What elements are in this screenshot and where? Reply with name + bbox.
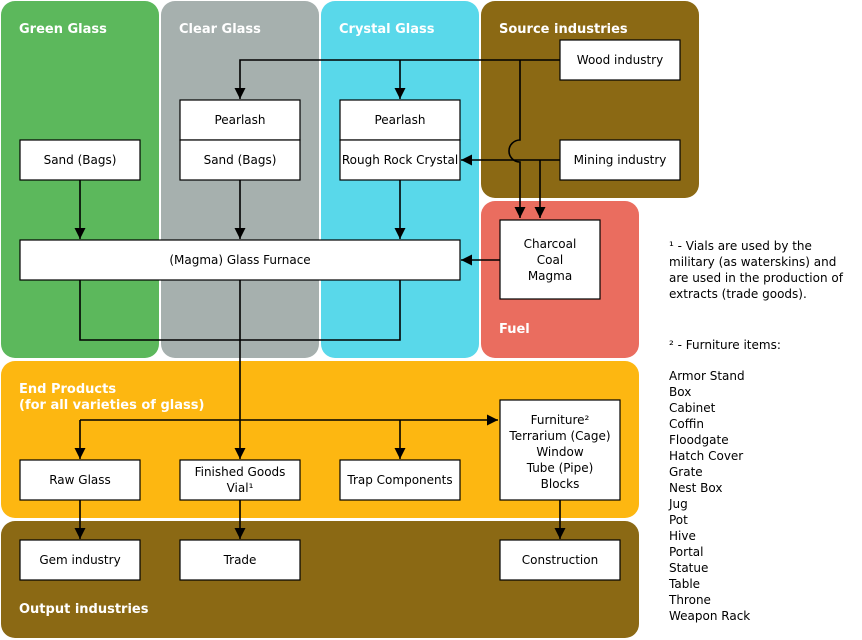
furniture-item: Armor Stand [669, 369, 745, 383]
box-raw-glass [19, 459, 141, 501]
region-title-fuel: Fuel [499, 322, 530, 337]
label-tube: Tube (Pipe) [526, 461, 594, 475]
box-gem-industry [19, 539, 141, 581]
flow-wood-to-fuel [508, 60, 526, 218]
furniture-item: Throne [669, 593, 711, 607]
furniture-item: Weapon Rack [669, 609, 751, 623]
label-fuel-charcoal: Charcoal [524, 237, 577, 251]
region-title-end-products: End Products [19, 382, 116, 397]
furniture-item: Hive [669, 529, 696, 543]
label-sand-clear: Sand (Bags) [204, 153, 277, 167]
furniture-item: Hatch Cover [669, 449, 744, 463]
box-construction [499, 539, 621, 581]
footnote-vials: ¹ - Vials are used by the military (as w… [669, 238, 859, 302]
region-subtitle-end-products: (for all varieties of glass) [19, 398, 204, 413]
furniture-item: Nest Box [669, 481, 723, 495]
region-title-clear-glass: Clear Glass [179, 22, 261, 37]
region-title-source-industries: Source industries [499, 22, 628, 37]
box-fuel [499, 219, 601, 300]
label-raw-glass: Raw Glass [49, 473, 111, 487]
footnote-furniture: ² - Furniture items: [669, 337, 859, 353]
region-end-products [1, 361, 639, 518]
furniture-item: Table [669, 577, 701, 591]
furniture-item: Cabinet [669, 401, 716, 415]
box-sand-green [19, 139, 141, 181]
box-pearlash-clear [179, 99, 301, 141]
label-finished-goods: Finished Goods [195, 465, 286, 479]
label-gem-industry: Gem industry [39, 553, 120, 567]
box-furniture [499, 399, 621, 501]
region-title-output-industries: Output industries [19, 602, 149, 617]
label-sand-green: Sand (Bags) [44, 153, 117, 167]
label-fuel-coal: Coal [537, 253, 563, 267]
label-construction: Construction [522, 553, 598, 567]
box-sand-clear [179, 139, 301, 181]
label-blocks: Blocks [541, 477, 580, 491]
region-title-green-glass: Green Glass [19, 22, 107, 37]
label-furniture: Furniture² [531, 413, 590, 427]
box-pearlash-crystal [339, 99, 461, 141]
box-glass-furnace [19, 239, 461, 281]
furniture-item: Jug [669, 497, 688, 511]
footnote-furniture-text: ² - Furniture items: [669, 338, 781, 352]
box-trade [179, 539, 301, 581]
furniture-item: Floodgate [669, 433, 729, 447]
furniture-item: Statue [669, 561, 709, 575]
label-wood-industry: Wood industry [577, 53, 663, 67]
label-pearlash-clear: Pearlash [214, 113, 265, 127]
flow-wood-to-pearlash-clear [234, 59, 560, 99]
label-fuel-magma: Magma [528, 269, 572, 283]
label-window: Window [536, 445, 584, 459]
label-trap-components: Trap Components [346, 473, 452, 487]
region-title-crystal-glass: Crystal Glass [339, 22, 435, 37]
box-finished-goods [179, 459, 301, 501]
furniture-item: Coffin [669, 417, 704, 431]
label-vial: Vial¹ [227, 481, 254, 495]
box-mining-industry [559, 139, 681, 181]
label-rough-rock-crystal: Rough Rock Crystal [342, 153, 458, 167]
furniture-item: Box [669, 385, 692, 399]
footnote-vials-text: ¹ - Vials are used by the military (as w… [669, 239, 843, 301]
label-pearlash-crystal: Pearlash [374, 113, 425, 127]
box-wood-industry [559, 39, 681, 81]
label-trade: Trade [223, 553, 257, 567]
region-output-industries [1, 521, 639, 638]
furniture-item: Grate [669, 465, 703, 479]
box-trap-components [339, 459, 461, 501]
furniture-item: Pot [669, 513, 688, 527]
label-terrarium: Terrarium (Cage) [508, 429, 610, 443]
furniture-item: Portal [669, 545, 704, 559]
box-rough-rock-crystal [339, 139, 461, 181]
label-mining-industry: Mining industry [574, 153, 667, 167]
label-glass-furnace: (Magma) Glass Furnace [169, 253, 310, 267]
